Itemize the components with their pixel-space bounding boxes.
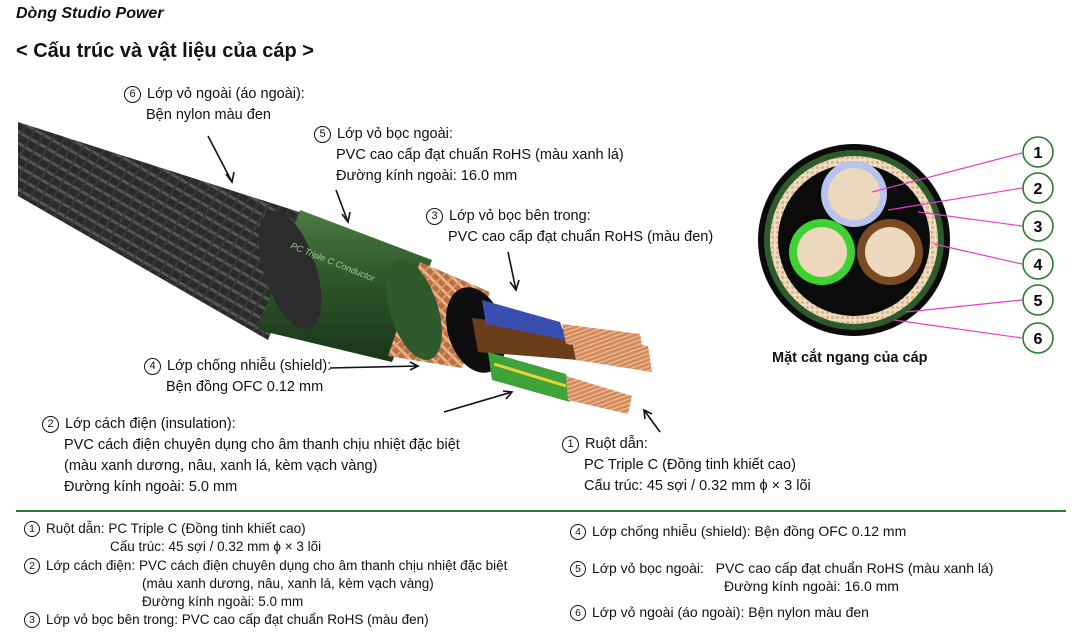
number-badge: 6 <box>570 605 586 621</box>
number-badge: 2 <box>24 558 40 574</box>
number-badge: 4 <box>570 524 586 540</box>
number-badge: 1 <box>562 436 579 453</box>
callout-text: PVC cao cấp đạt chuẩn RoHS (màu xanh lá) <box>336 147 624 163</box>
cross-section-caption: Mặt cắt ngang của cáp <box>772 350 928 366</box>
cs-label-2: 2 <box>1034 181 1043 198</box>
callout-text: Đường kính ngoài: 16.0 mm <box>336 168 518 184</box>
cs-label-5: 5 <box>1034 293 1043 310</box>
legend-label: Lớp cách điện: <box>46 558 136 573</box>
number-badge: 1 <box>24 521 40 537</box>
callout-title: Lớp vỏ bọc ngoài: <box>337 126 453 142</box>
callout-1: 1 Ruột dẫn: PC Triple C (Đồng tinh khiết … <box>562 434 811 497</box>
callout-title: Lớp vỏ bọc bên trong: <box>449 208 591 224</box>
number-badge: 2 <box>42 416 59 433</box>
callout-2: 2 Lớp cách điện (insulation): PVC cách đi… <box>42 414 460 498</box>
callout-title: Lớp vỏ ngoài (áo ngoài): <box>147 86 305 102</box>
leader-arrows <box>207 135 661 433</box>
callout-3: 3 Lớp vỏ bọc bên trong: PVC cao cấp đạt c… <box>426 206 713 248</box>
legend-label: Lớp vỏ ngoài (áo ngoài): <box>592 604 745 620</box>
callout-5: 5 Lớp vỏ bọc ngoài: PVC cao cấp đạt chuẩn… <box>314 124 624 187</box>
callout-text: Bện nylon màu đen <box>146 107 271 123</box>
callout-text: PC Triple C (Đồng tinh khiết cao) <box>584 457 796 473</box>
legend-value: PVC cách điện chuyên dụng cho âm thanh c… <box>138 558 508 573</box>
green-conductor <box>488 352 570 402</box>
cs-label-ring <box>1022 136 1054 168</box>
cs-label-ring <box>1022 172 1054 204</box>
callout-text: (màu xanh dương, nâu, xanh lá, kèm vạch … <box>64 458 378 474</box>
cs-label-ring <box>1022 322 1054 354</box>
cs-label-1: 1 <box>1034 145 1043 162</box>
cs-label-ring <box>1022 284 1054 316</box>
number-badge: 3 <box>24 612 40 628</box>
cross-section-leaders <box>871 152 1023 339</box>
number-badge: 6 <box>124 86 141 103</box>
legend-item-2: 2 Lớp cách điện: PVC cách điện chuyên dụn… <box>24 557 507 611</box>
legend-item-1: 1 Ruột dẫn: PC Triple C (Đồng tinh khiết … <box>24 520 321 556</box>
legend-item-4: 4 Lớp chống nhiễu (shield): Bện đồng OFC … <box>570 522 906 540</box>
callout-text: Bện đồng OFC 0.12 mm <box>166 379 324 395</box>
legend-value: PVC cao cấp đạt chuẩn RoHS (màu xanh lá) <box>715 560 994 576</box>
legend-value: Bện nylon màu đen <box>748 604 869 620</box>
copper-strand <box>562 324 644 356</box>
copper-strand <box>566 376 632 414</box>
cross-section-diagram <box>758 144 950 336</box>
callout-text: Đường kính ngoài: 5.0 mm <box>64 479 238 495</box>
callout-4: 4 Lớp chống nhiễu (shield): Bện đồng OFC … <box>144 356 331 398</box>
blue-conductor <box>482 300 566 340</box>
legend-value: PC Triple C (Đồng tinh khiết cao) <box>108 521 306 536</box>
legend-label: Lớp chống nhiễu (shield): <box>592 523 751 539</box>
cs-label-4: 4 <box>1034 257 1043 274</box>
jacket-segment <box>18 122 318 340</box>
legend-label: Lớp vỏ bọc ngoài: <box>592 560 704 576</box>
divider <box>16 510 1066 512</box>
callout-title: Ruột dẫn: <box>585 436 648 452</box>
legend-item-6: 6 Lớp vỏ ngoài (áo ngoài): Bện nylon màu … <box>570 603 869 621</box>
section-title: < Cấu trúc và vật liệu của cáp > <box>16 40 314 62</box>
series-title: Dòng Studio Power <box>16 5 164 22</box>
cs-label-3: 3 <box>1034 219 1043 236</box>
legend-value: Đường kính ngoài: 5.0 mm <box>142 594 304 609</box>
callout-text: PVC cách điện chuyên dụng cho âm thanh c… <box>64 437 460 453</box>
callout-text: PVC cao cấp đạt chuẩn RoHS (màu đen) <box>448 229 714 245</box>
legend-label: Lớp vỏ bọc bên trong: <box>46 612 178 627</box>
callout-title: Lớp chống nhiễu (shield): <box>167 358 332 374</box>
legend-value: Bện đồng OFC 0.12 mm <box>754 523 907 539</box>
cs-label-6: 6 <box>1034 331 1043 348</box>
legend-label: Ruột dẫn: <box>46 521 105 536</box>
legend-item-3: 3 Lớp vỏ bọc bên trong: PVC cao cấp đạt c… <box>24 611 429 629</box>
legend-value: Cấu trúc: 45 sợi / 0.32 mm ϕ × 3 lõi <box>110 539 322 554</box>
number-badge: 5 <box>314 126 331 143</box>
callout-6: 6 Lớp vỏ ngoài (áo ngoài): Bện nylon màu … <box>124 84 305 126</box>
legend-value: PVC cao cấp đạt chuẩn RoHS (màu đen) <box>181 612 429 627</box>
legend-value: (màu xanh dương, nâu, xanh lá, kèm vạch … <box>142 576 434 591</box>
callout-text: Cấu trúc: 45 sợi / 0.32 mm ϕ × 3 lõi <box>584 478 811 494</box>
number-badge: 4 <box>144 358 161 375</box>
cs-label-ring <box>1022 210 1054 242</box>
cs-label-ring <box>1022 248 1054 280</box>
legend-item-5: 5 Lớp vỏ bọc ngoài: PVC cao cấp đạt chuẩn… <box>570 559 993 595</box>
callout-title: Lớp cách điện (insulation): <box>65 416 236 432</box>
number-badge: 3 <box>426 208 443 225</box>
legend-value: Đường kính ngoài: 16.0 mm <box>724 578 899 594</box>
number-badge: 5 <box>570 561 586 577</box>
